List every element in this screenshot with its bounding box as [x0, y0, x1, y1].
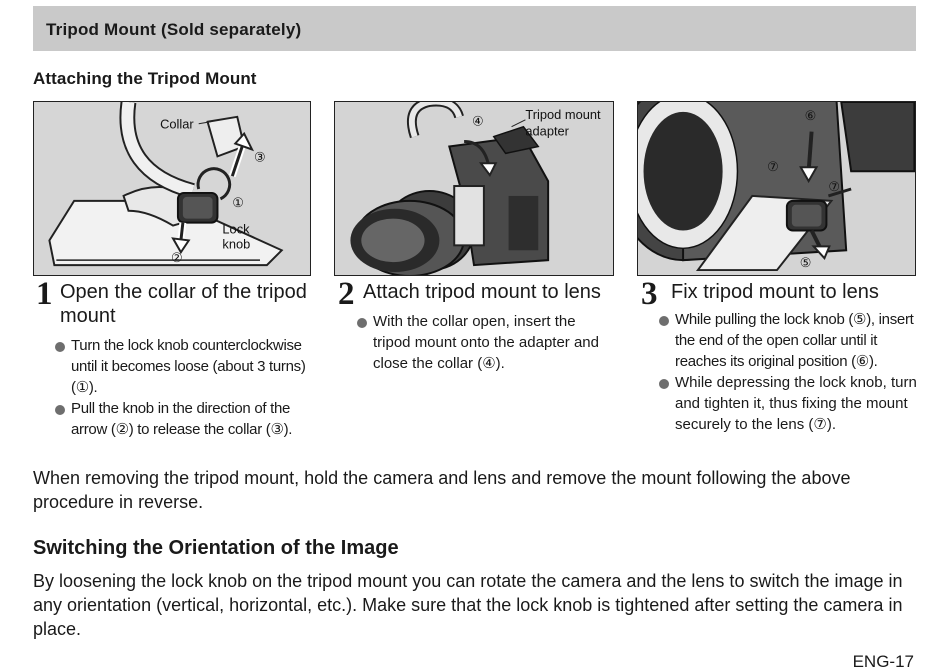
label-knob: knob — [222, 236, 250, 251]
callout-1: ① — [232, 195, 244, 210]
step-title: Fix tripod mount to lens — [671, 281, 879, 303]
bullet: Turn the lock knob counterclockwise unti… — [55, 335, 316, 398]
label-tripod-mount: Tripod mount — [525, 107, 601, 122]
bullet: While pulling the lock knob (⑤), insert … — [659, 309, 921, 372]
step-number: 1 — [36, 276, 53, 312]
removal-note: When removing the tripod mount, hold the… — [33, 468, 851, 512]
callout-4: ④ — [472, 114, 484, 129]
step-1: 1 Open the collar of the tripod mount Tu… — [36, 276, 316, 440]
illustration-tripod-mount-collar: Collar ③ ① Lock knob ② — [34, 102, 310, 275]
callout-3: ③ — [254, 149, 266, 164]
orientation-heading: Switching the Orientation of the Image — [33, 537, 399, 559]
illustration-fixing-lock-knob: ⑥ ⑦ ⑦ ⑤ — [638, 102, 915, 275]
step-title: Open the collar of the tripod mount — [60, 281, 307, 327]
step-number: 2 — [338, 276, 355, 312]
callout-7-left: ⑦ — [767, 159, 779, 174]
step-title: Attach tripod mount to lens — [363, 281, 601, 303]
figure-fix-mount: ⑥ ⑦ ⑦ ⑤ — [637, 101, 916, 276]
page-number: ENG-17 — [852, 652, 914, 671]
bullet: Pull the knob in the direction of the ar… — [55, 398, 316, 440]
bullet: While depressing the lock knob, turn and… — [659, 372, 921, 435]
label-collar: Collar — [160, 117, 194, 132]
section-title: Tripod Mount (Sold separately) — [33, 6, 916, 51]
label-lock: Lock — [222, 221, 250, 236]
subsection-title: Attaching the Tripod Mount — [33, 69, 257, 88]
step-3: 3 Fix tripod mount to lens While pulling… — [641, 276, 921, 435]
figure-attach-mount: ④ Tripod mount adapter — [334, 101, 614, 276]
callout-7-right: ⑦ — [828, 179, 840, 194]
bullet: With the collar open, insert the tripod … — [357, 311, 617, 374]
step-2: 2 Attach tripod mount to lens With the c… — [338, 276, 618, 374]
callout-2: ② — [171, 250, 183, 265]
step-number: 3 — [641, 276, 658, 312]
callout-5: ⑤ — [800, 255, 812, 270]
figure-open-collar: Collar ③ ① Lock knob ② — [33, 101, 311, 276]
illustration-camera-with-lens: ④ Tripod mount adapter — [335, 102, 613, 275]
callout-6: ⑥ — [805, 108, 817, 123]
orientation-text: By loosening the lock knob on the tripod… — [33, 571, 903, 639]
label-adapter: adapter — [525, 124, 569, 139]
